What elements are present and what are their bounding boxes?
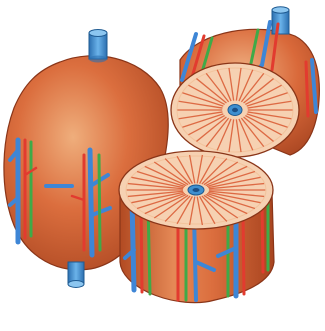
cut-lobule-front bbox=[119, 151, 274, 303]
central-vein-top-tube bbox=[89, 30, 107, 63]
central-vein bbox=[188, 185, 204, 195]
cut-lobule-upper bbox=[171, 63, 299, 157]
central-vein-top-tube bbox=[272, 7, 289, 34]
central-vein bbox=[228, 105, 242, 116]
central-vein-bottom-tube bbox=[68, 262, 84, 288]
